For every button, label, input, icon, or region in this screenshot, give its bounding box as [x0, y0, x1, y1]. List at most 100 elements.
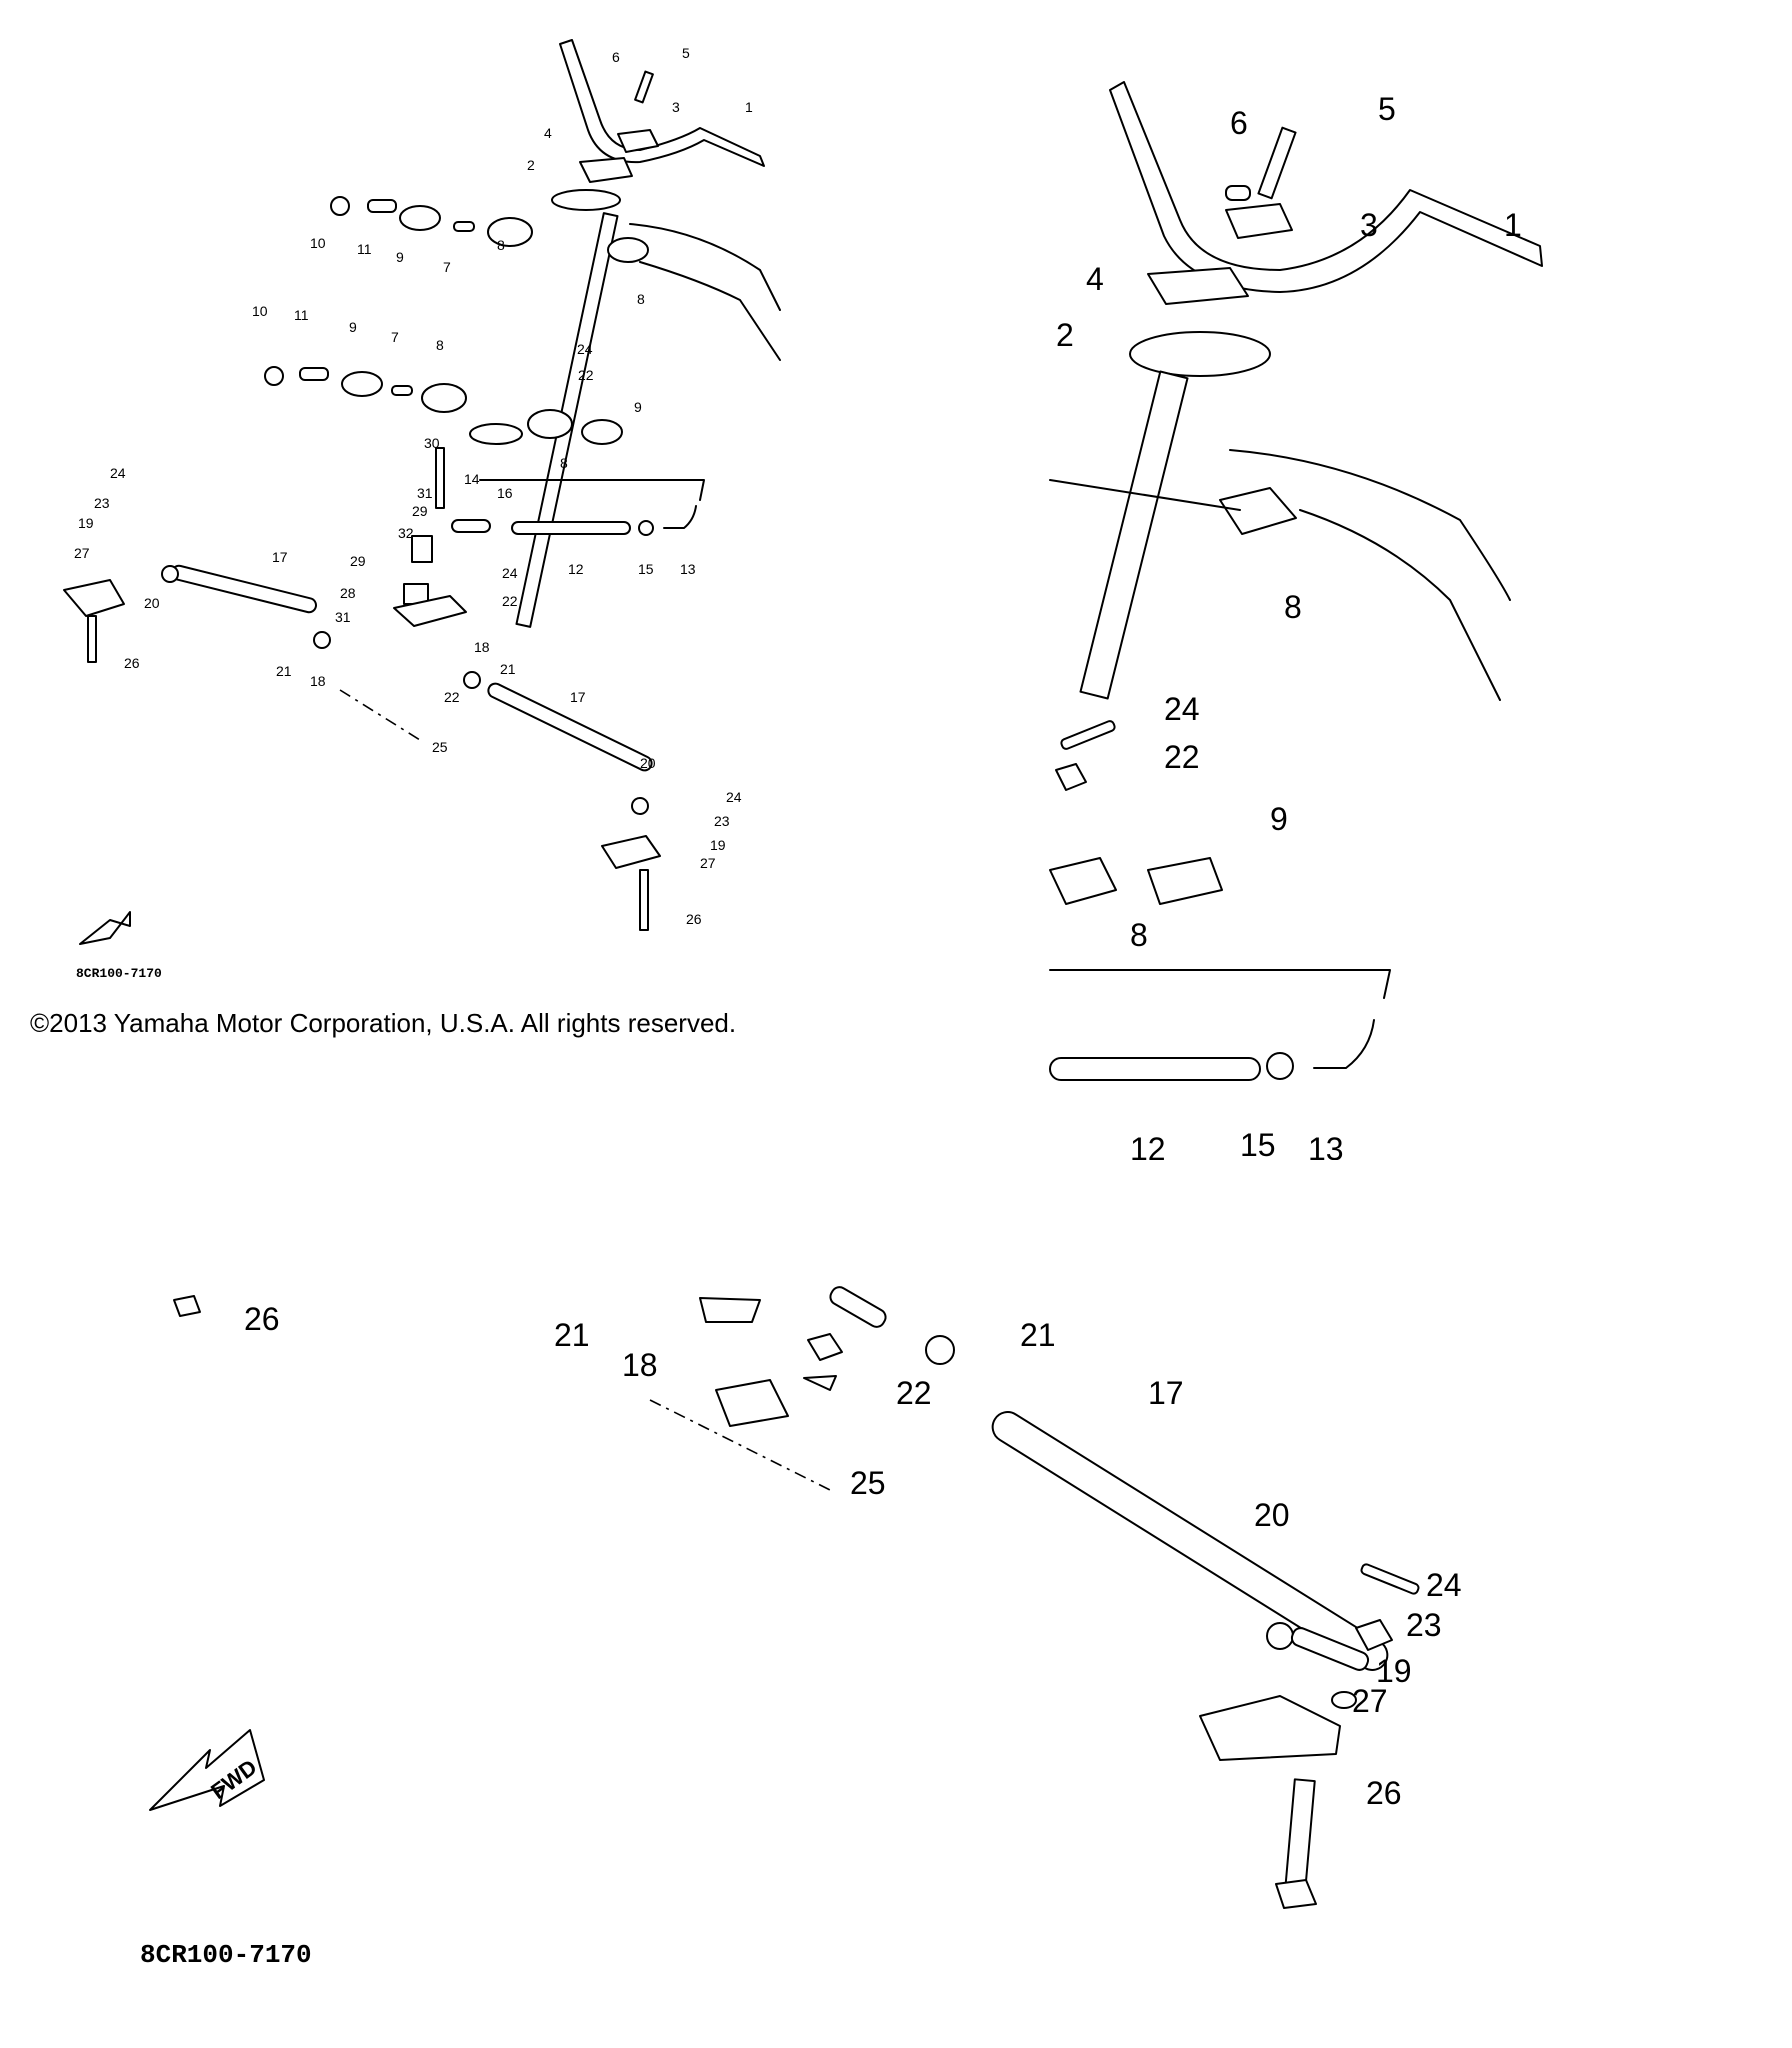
callout-8: 8 [637, 291, 645, 307]
callout-2: 2 [1056, 317, 1074, 353]
pitman-bracket [715, 1379, 789, 1427]
washer-27 [1331, 1691, 1357, 1709]
tie-rod-17 [991, 1411, 1389, 1671]
bolt-26-left [87, 615, 97, 663]
callout-3: 3 [1360, 207, 1378, 243]
callout-15: 15 [1240, 1127, 1276, 1160]
callout-4: 4 [1086, 261, 1104, 297]
diagram-code-small: 8CR100-7170 [76, 966, 162, 981]
nut-21-right [463, 671, 481, 689]
callout-26: 26 [1366, 1775, 1402, 1811]
handlebar-holder-lower [579, 157, 633, 183]
plate-9 [399, 205, 441, 231]
callout-20: 20 [640, 755, 656, 771]
callout-9: 9 [634, 399, 642, 415]
collar-32 [411, 535, 433, 563]
bolt-head-26 [1275, 1879, 1317, 1909]
callout-10: 10 [252, 303, 268, 319]
callout-24: 24 [577, 341, 593, 357]
callout-7: 7 [391, 329, 399, 345]
nut-20 [1266, 1622, 1294, 1650]
bolt-5 [634, 70, 654, 104]
callout-31: 31 [417, 485, 433, 501]
callout-6: 6 [1230, 105, 1248, 141]
fwd-arrow-icon: FWD [149, 1729, 265, 1811]
callout-11: 11 [357, 241, 372, 257]
knuckle-right [601, 835, 661, 869]
nut-10b [264, 366, 284, 386]
handlebar-holder-4 [1147, 267, 1249, 305]
nut-21 [925, 1335, 955, 1365]
fwd-arrow-icon [79, 911, 131, 945]
callout-8: 8 [1130, 917, 1148, 953]
callout-29: 29 [412, 503, 428, 519]
callout-26: 26 [686, 911, 702, 927]
callout-13: 13 [680, 561, 696, 577]
callout-8: 8 [560, 455, 568, 471]
centerline [649, 1399, 831, 1491]
callout-30: 30 [424, 435, 440, 451]
pitman-arm-28 [393, 595, 467, 627]
column-plate [551, 189, 621, 211]
callout-27: 27 [74, 545, 90, 561]
callout-21: 21 [1020, 1317, 1056, 1353]
callout-14: 14 [464, 471, 480, 487]
callout-21: 21 [500, 661, 516, 677]
rod-end-18 [699, 1297, 761, 1323]
bushing-8 [1219, 487, 1297, 535]
callout-24: 24 [1426, 1567, 1462, 1603]
steering-column [1079, 370, 1189, 700]
spring-24 [1060, 720, 1116, 750]
callout-8: 8 [436, 337, 444, 353]
callout-21: 21 [276, 663, 292, 679]
callout-28: 28 [340, 585, 356, 601]
washer-11b [299, 367, 329, 381]
bolt-26 [1284, 1778, 1316, 1892]
callout-24: 24 [1164, 691, 1200, 727]
callout-22: 22 [502, 593, 518, 609]
column-plate-2 [1129, 331, 1271, 377]
callout-26: 26 [124, 655, 140, 671]
callout-12: 12 [1130, 1131, 1166, 1160]
nut-23 [1355, 1619, 1393, 1651]
nut-22 [807, 1333, 843, 1361]
bolt-26-right [639, 869, 649, 931]
callout-26: 26 [244, 1301, 280, 1337]
callout-8: 8 [1284, 589, 1302, 625]
callout-2: 2 [527, 157, 535, 173]
callout-7: 7 [443, 259, 451, 275]
knuckle-left [63, 579, 125, 617]
bolt-18 [829, 1286, 887, 1328]
callout-4: 4 [544, 125, 552, 141]
callout-18: 18 [622, 1347, 658, 1383]
plate-9 [1147, 857, 1223, 905]
rod-end-13 [663, 505, 697, 529]
handlebar-holder [617, 129, 659, 153]
callout-23: 23 [1406, 1607, 1442, 1643]
lower-column-plate [469, 423, 523, 445]
callout-9: 9 [396, 249, 404, 265]
callout-22: 22 [444, 689, 460, 705]
tie-rod-12 [511, 521, 631, 535]
callout-8: 8 [497, 237, 505, 253]
callout-29: 29 [350, 553, 366, 569]
nut-20-left [161, 565, 179, 583]
callout-18: 18 [310, 673, 326, 689]
rod-end-14 [451, 519, 491, 533]
nut-15 [638, 520, 654, 536]
washer-11 [367, 199, 397, 213]
tie-rod-12 [1049, 1057, 1261, 1081]
frame-outline [1229, 449, 1511, 701]
plate-9b [341, 371, 383, 397]
tie-rod-17-right [487, 682, 653, 772]
callout-9: 9 [1270, 801, 1288, 837]
nut-22 [1055, 763, 1087, 791]
reference-line [479, 479, 705, 501]
callout-31: 31 [335, 609, 351, 625]
plate-8c [527, 409, 573, 439]
callout-24: 24 [726, 789, 742, 805]
